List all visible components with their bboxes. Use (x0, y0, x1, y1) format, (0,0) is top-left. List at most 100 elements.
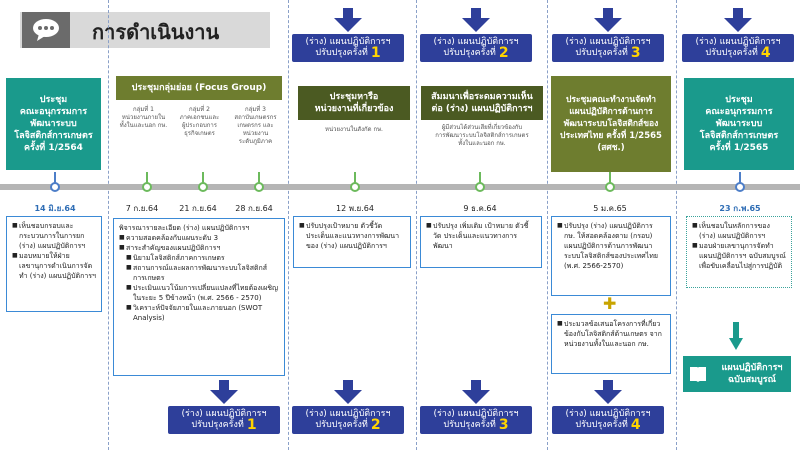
plan-revision-number: 4 (760, 45, 771, 61)
date-label: 9 ธ.ค.64 (463, 204, 497, 213)
list-item: ประเมินแนวโน้มการเปลี่ยนแปลงที่ไทยต้องเผ… (119, 283, 279, 303)
plan-draft-badge: (ร่าง) แผนปฏิบัติการฯปรับปรุงครั้งที่2 (292, 406, 404, 434)
date-label: 28 ก.ย.64 (235, 204, 273, 213)
column-divider (547, 0, 548, 450)
list-item: เห็นชอบในหลักการของ (ร่าง) แผนปฏิบัติการ… (692, 221, 786, 241)
timeline-node (198, 182, 208, 192)
column-divider (416, 0, 417, 450)
timeline-stem (258, 172, 260, 184)
timeline-stem (202, 172, 204, 184)
down-arrow-icon (594, 8, 622, 36)
list-item: มอบหมายให้ฝ่ายเลขานุการดำเนินการจัดทำ (ร… (12, 251, 96, 281)
plan-revision-number: 3 (498, 417, 509, 433)
date-label: 23 ก.พ.65 (719, 204, 761, 213)
down-arrow-icon (210, 380, 238, 408)
list-item: วิเคราะห์ปัจจัยภายในและภายนอก (SWOT Anal… (119, 303, 279, 323)
plus-icon: ✚ (603, 294, 617, 313)
plan-draft-label: (ร่าง) แผนปฏิบัติการฯ (433, 409, 519, 419)
timeline-node (142, 182, 152, 192)
timeline-stem (479, 172, 481, 184)
timeline-stem (146, 172, 148, 184)
plan-revision-number: 1 (370, 45, 381, 61)
plan-draft-label: (ร่าง) แผนปฏิบัติการฯ (565, 37, 651, 47)
page-title: การดำเนินงาน (92, 20, 220, 44)
timeline-node (254, 182, 264, 192)
book-icon (683, 365, 713, 383)
timeline-bar (0, 184, 800, 190)
plan-draft-label: (ร่าง) แผนปฏิบัติการฯ (695, 37, 781, 47)
list-item: เห็นชอบกรอบและกระบวนการในการยก (ร่าง) แผ… (12, 221, 96, 251)
list-item: สถานการณ์และผลการพัฒนาระบบโลจิสติกส์การเ… (119, 263, 279, 283)
date-label: 14 มิ.ย.64 (34, 204, 76, 213)
column-divider (108, 0, 109, 450)
final-line-1: แผนปฏิบัติการฯ (721, 363, 783, 373)
working-group-outcome-a: ปรับปรุง (ร่าง) แผนปฏิบัติการ กษ. ให้สอด… (551, 216, 671, 296)
plan-revision-label: ปรับปรุงครั้งที่ (315, 420, 368, 430)
box5b-item: ประมวลข้อเสนอโครงการที่เกี่ยวข้องกับโลจิ… (557, 319, 665, 349)
date-label: 5 ม.ค.65 (593, 204, 627, 213)
plan-draft-label: (ร่าง) แผนปฏิบัติการฯ (433, 37, 519, 47)
plan-draft-badge: (ร่าง) แผนปฏิบัติการฯปรับปรุงครั้งที่2 (420, 34, 532, 62)
agency-subtext: หน่วยงานในสังกัด กษ. (325, 126, 383, 133)
down-arrow-icon (729, 322, 743, 352)
seminar-badge: สัมมนาเพื่อระดมความเห็น ต่อ (ร่าง) แผนปฏ… (421, 86, 543, 120)
plan-revision-label: ปรับปรุงครั้งที่ (705, 48, 758, 58)
box2-title: พิจารณารายละเอียด (ร่าง) แผนปฏิบัติการฯ (119, 224, 250, 232)
down-arrow-icon (462, 380, 490, 408)
final-line-2: ฉบับสมบูรณ์ (728, 375, 776, 385)
list-item: นิยามโลจิสติกส์ภาคการเกษตร (119, 253, 279, 263)
list-item: มอบฝ่ายเลขานุการจัดทำ แผนปฏิบัติการฯ ฉบั… (692, 241, 786, 271)
seminar-subtext: ผู้มีส่วนได้ส่วนเสียที่เกี่ยวข้องกับ การ… (435, 124, 529, 147)
plan-draft-label: (ร่าง) แผนปฏิบัติการฯ (181, 409, 267, 419)
plan-revision-number: 4 (630, 417, 641, 433)
plan-revision-label: ปรับปรุงครั้งที่ (575, 420, 628, 430)
list-item: ความสอดคล้องกับแผนระดับ 3 (119, 233, 279, 243)
date-label: 7 ก.ย.64 (125, 204, 159, 213)
plan-draft-label: (ร่าง) แผนปฏิบัติการฯ (305, 37, 391, 47)
column-divider (288, 0, 289, 450)
group-3-text: กลุ่มที่ 3 สถาบันเกษตรกร เกษตรกร และ หน่… (234, 106, 277, 145)
plan-revision-number: 3 (630, 45, 641, 61)
meeting-badge-2: ประชุม คณะอนุกรรมการ พัฒนาระบบ โลจิสติกส… (684, 78, 794, 170)
plan-revision-number: 2 (370, 417, 381, 433)
working-group-outcome-b: ประมวลข้อเสนอโครงการที่เกี่ยวข้องกับโลจิ… (551, 314, 671, 374)
date-label: 12 พ.ย.64 (336, 204, 374, 213)
plan-revision-number: 2 (498, 45, 509, 61)
plan-draft-badge: (ร่าง) แผนปฏิบัติการฯปรับปรุงครั้งที่4 (552, 406, 664, 434)
timeline-stem (609, 172, 611, 184)
timeline-stem (739, 172, 741, 184)
meeting-1-outcomes: เห็นชอบกรอบและกระบวนการในการยก (ร่าง) แผ… (6, 216, 102, 312)
plan-draft-badge: (ร่าง) แผนปฏิบัติการฯปรับปรุงครั้งที่1 (292, 34, 404, 62)
final-plan-badge: แผนปฏิบัติการฯ ฉบับสมบูรณ์ (683, 356, 791, 392)
box4-item: ปรับปรุง เพิ่มเติม เป้าหมาย ตัวชี้วัด ปร… (426, 221, 536, 251)
plan-revision-label: ปรับปรุงครั้งที่ (575, 48, 628, 58)
down-arrow-icon (462, 8, 490, 36)
down-arrow-icon (594, 380, 622, 408)
date-label: 21 ก.ย.64 (179, 204, 217, 213)
box3-item: ปรับปรุงเป้าหมาย ตัวชี้วัด ประเด็นและแนว… (299, 221, 405, 251)
timeline-node (350, 182, 360, 192)
down-arrow-icon (334, 8, 362, 36)
meeting-2-outcomes: เห็นชอบในหลักการของ (ร่าง) แผนปฏิบัติการ… (686, 216, 792, 288)
plan-draft-badge: (ร่าง) แผนปฏิบัติการฯปรับปรุงครั้งที่1 (168, 406, 280, 434)
timeline-node (50, 182, 60, 192)
focus-group-outcomes: พิจารณารายละเอียด (ร่าง) แผนปฏิบัติการฯ … (113, 218, 285, 376)
plan-draft-label: (ร่าง) แผนปฏิบัติการฯ (305, 409, 391, 419)
plan-revision-label: ปรับปรุงครั้งที่ (443, 48, 496, 58)
timeline-node (475, 182, 485, 192)
timeline-stem (54, 172, 56, 184)
plan-draft-label: (ร่าง) แผนปฏิบัติการฯ (565, 409, 651, 419)
focus-group-badge: ประชุมกลุ่มย่อย (Focus Group) (116, 76, 282, 100)
timeline-node (735, 182, 745, 192)
plan-draft-badge: (ร่าง) แผนปฏิบัติการฯปรับปรุงครั้งที่4 (682, 34, 794, 62)
working-group-badge: ประชุมคณะทำงานจัดทำ แผนปฏิบัติการด้านการ… (551, 76, 671, 172)
group-2-text: กลุ่มที่ 2 ภาคเอกชนและ ผู้ประกอบการ ธุรก… (179, 106, 220, 137)
box5a-item: ปรับปรุง (ร่าง) แผนปฏิบัติการ กษ. ให้สอด… (557, 221, 665, 271)
plan-draft-badge: (ร่าง) แผนปฏิบัติการฯปรับปรุงครั้งที่3 (420, 406, 532, 434)
plan-revision-label: ปรับปรุงครั้งที่ (191, 420, 244, 430)
seminar-outcomes: ปรับปรุง เพิ่มเติม เป้าหมาย ตัวชี้วัด ปร… (420, 216, 542, 268)
down-arrow-icon (724, 8, 752, 36)
plan-revision-number: 1 (246, 417, 257, 433)
plan-revision-label: ปรับปรุงครั้งที่ (315, 48, 368, 58)
timeline-stem (354, 172, 356, 184)
